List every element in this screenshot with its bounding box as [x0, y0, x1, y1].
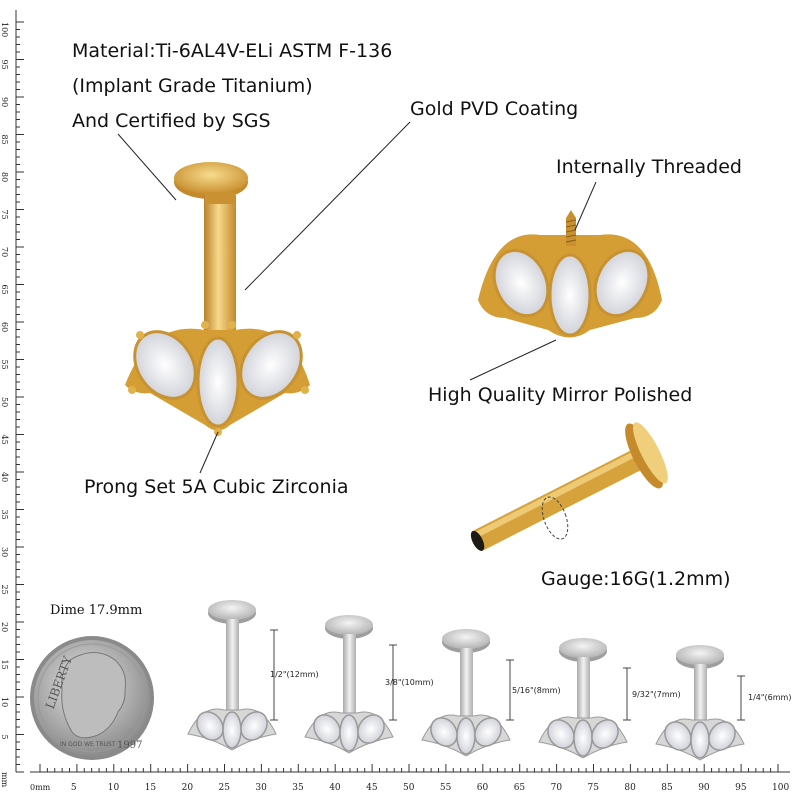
left-ruler-tick-label: 35: [0, 510, 9, 520]
left-ruler-tick-label: 40: [0, 472, 9, 482]
left-ruler-tick-label: 65: [0, 285, 9, 295]
bottom-ruler-tick-label: 35: [292, 783, 304, 793]
left-ruler-tick-label: 60: [0, 322, 9, 332]
gauge-label: Gauge:16G(1.2mm): [541, 568, 731, 590]
size-label-8mm: 5/16"(8mm): [512, 686, 561, 695]
left-ruler-tick-label: 85: [0, 135, 9, 145]
bottom-ruler-tick-label: 20: [182, 783, 194, 793]
left-ruler-tick-label: 75: [0, 210, 9, 220]
bottom-ruler-tick-label: 65: [514, 783, 526, 793]
left-ruler-tick-label: 10: [0, 697, 9, 707]
bottom-ruler-tick-label: 10: [108, 783, 120, 793]
left-ruler-tick-label: 30: [0, 547, 9, 557]
size-variant-4: [538, 638, 631, 759]
left-ruler-tick-label: 5: [0, 735, 9, 740]
material-label-line2: (Implant Grade Titanium): [72, 75, 313, 97]
mirror-polished-label: High Quality Mirror Polished: [428, 384, 693, 406]
bottom-ruler-tick-label: 15: [145, 783, 157, 793]
gold-pvd-label: Gold PVD Coating: [410, 98, 579, 120]
left-ruler-tick-label: 95: [0, 60, 9, 70]
bottom-ruler-tick-label: 60: [477, 783, 489, 793]
left-ruler-tick-label: 20: [0, 622, 9, 632]
bottom-ruler-tick-label: 55: [440, 783, 452, 793]
prong-set-label: Prong Set 5A Cubic Zirconia: [84, 476, 349, 498]
bottom-ruler-tick-label: 40: [329, 783, 341, 793]
main-gold-piercing: [125, 162, 310, 436]
dime-size-label: Dime 17.9mm: [50, 603, 143, 618]
leader-lines: [117, 121, 597, 474]
left-ruler-tick-label: 90: [0, 97, 9, 107]
left-ruler-tick-label: 15: [0, 660, 9, 670]
bottom-ruler: 0mm 5 10 15 20 25 30 35 40 45 50 55 60 65 70 75 80 85 90 95…: [30, 764, 790, 793]
left-ruler-tick-label: 25: [0, 585, 9, 595]
left-ruler-tick-label: 70: [0, 247, 9, 257]
bottom-ruler-tick-label: 75: [588, 783, 600, 793]
size-variant-1: [187, 600, 278, 751]
bottom-ruler-tick-label: 90: [698, 783, 710, 793]
size-label-10mm: 3/8"(10mm): [385, 678, 434, 687]
left-ruler-tick-label: 80: [0, 172, 9, 182]
size-label-7mm: 9/32"(7mm): [632, 690, 681, 699]
bottom-ruler-tick-label: 25: [219, 783, 231, 793]
material-label-line3: And Certified by SGS: [72, 110, 271, 132]
bottom-ruler-tick-label: 30: [255, 783, 267, 793]
bottom-ruler-tick-label: 50: [403, 783, 415, 793]
size-variant-5: [655, 645, 745, 761]
gold-top-threaded: [478, 210, 662, 338]
coin-motto-text: IN GOD WE TRUST: [60, 741, 116, 748]
left-ruler-tick-label: 50: [0, 397, 9, 407]
internally-threaded-label: Internally Threaded: [556, 156, 742, 178]
size-label-12mm: 1/2"(12mm): [270, 670, 319, 679]
ruler-unit-label: 0mm: [30, 783, 51, 792]
left-ruler-tick-label: 55: [0, 360, 9, 370]
left-ruler: 100 95 90 85 80 75 70 65 60 55 50 45 40 35 30 25 20 15 10 5…: [0, 10, 24, 788]
size-variant-3: [421, 629, 514, 757]
left-ruler-tick-label: mm: [0, 772, 9, 788]
bottom-ruler-tick-label: 45: [366, 783, 378, 793]
material-label-line1: Material:Ti-6AL4V-ELi ASTM F-136: [72, 40, 393, 62]
bottom-ruler-tick-label: 100: [772, 783, 789, 793]
coin-year-text: 1997: [117, 740, 142, 751]
size-label-6mm: 1/4"(6mm): [748, 693, 792, 702]
bottom-ruler-tick-label: 70: [551, 783, 563, 793]
size-variant-2: [304, 615, 397, 754]
left-ruler-tick-label: 100: [0, 22, 9, 37]
left-ruler-tick-label: 45: [0, 435, 9, 445]
size-variants: [187, 600, 745, 761]
gold-labret-post: [470, 422, 668, 551]
bottom-ruler-tick-label: 5: [71, 783, 77, 793]
bottom-ruler-tick-label: 80: [624, 783, 636, 793]
dime-coin: LIBERTY IN GOD WE TRUST 1997: [30, 636, 154, 760]
bottom-ruler-tick-label: 95: [735, 783, 747, 793]
bottom-ruler-tick-label: 85: [661, 783, 673, 793]
